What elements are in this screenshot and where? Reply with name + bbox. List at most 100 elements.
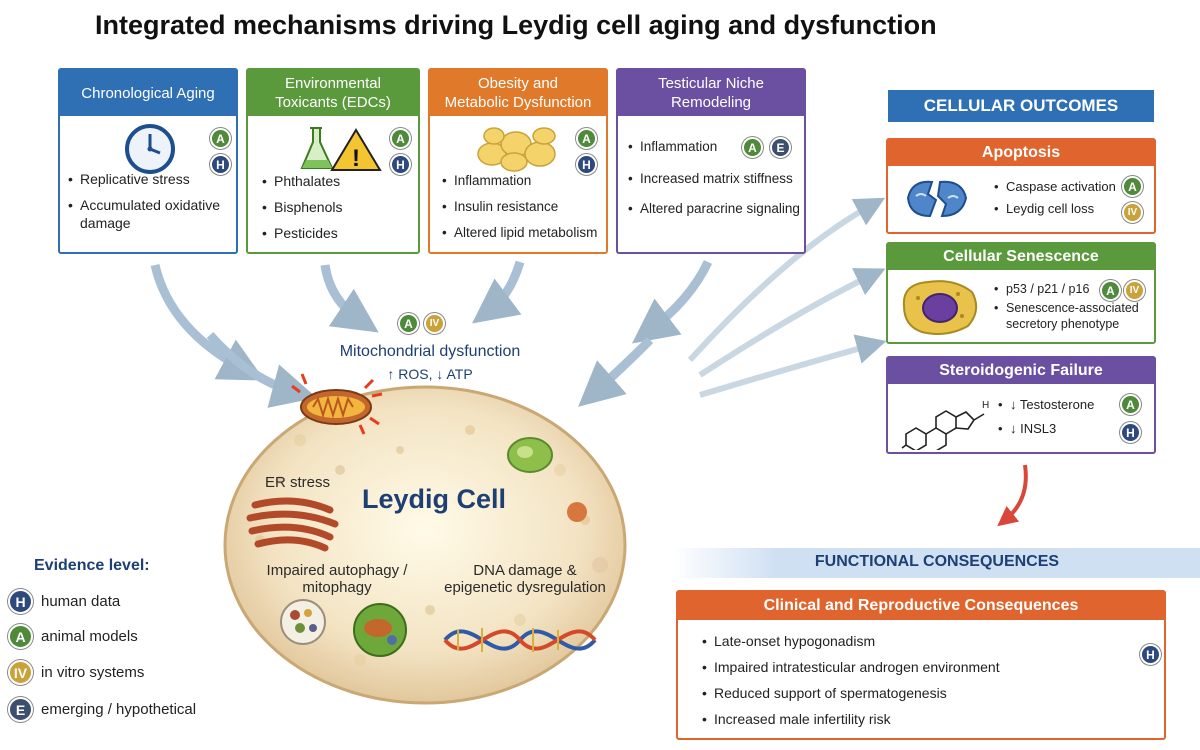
- legend-badge-e: E: [8, 697, 33, 722]
- legend-label: animal models: [41, 628, 138, 645]
- lysosome-icon: [353, 603, 407, 657]
- arrow-niche: [632, 260, 713, 344]
- outcome-card-steroidogenic: Steroidogenic Failure H ↓ Testosterone ↓…: [886, 356, 1156, 454]
- list-item-text: Inflammation: [640, 139, 718, 154]
- evidence-badge-animal: A: [210, 128, 231, 149]
- evidence-badge-human: H: [1120, 422, 1141, 443]
- legend-label: in vitro systems: [41, 664, 145, 681]
- list-item: p53 / p21 / p16: [992, 280, 1152, 298]
- driver-bullets: Inflammation Increased matrix stiffness …: [626, 138, 806, 226]
- list-item: Accumulated oxidative damage: [66, 196, 234, 232]
- driver-card-niche: Testicular Niche Remodeling Inflammation…: [616, 68, 806, 254]
- svg-text:H: H: [982, 400, 989, 411]
- list-item: ↓ Testosterone: [996, 396, 1094, 414]
- list-item: Phthalates: [260, 172, 416, 190]
- evidence-badge-animal: A: [390, 128, 411, 149]
- mito-sublabel: ↑ ROS, ↓ ATP: [387, 366, 473, 382]
- evidence-badge-emerging: E: [770, 137, 791, 158]
- cellular-outcomes-banner: CELLULAR OUTCOMES: [888, 90, 1154, 122]
- functional-consequences-banner: FUNCTIONAL CONSEQUENCES: [814, 553, 1060, 570]
- legend-badge-iv: IV: [8, 660, 33, 685]
- list-item: Reduced support of spermatogenesis: [700, 684, 1000, 702]
- list-item: Increased male infertility risk: [700, 710, 1000, 728]
- legend-title: Evidence level:: [34, 557, 150, 574]
- clock-icon: [125, 124, 175, 174]
- driver-heading: Testicular Niche Remodeling: [618, 70, 804, 116]
- dna-helix-icon: [443, 628, 597, 652]
- evidence-badge-animal: A: [576, 128, 597, 149]
- functional-banner-band: [672, 548, 1200, 578]
- arrow-aging: [150, 263, 265, 381]
- evidence-badge-animal: A: [1120, 394, 1141, 415]
- legend-label: emerging / hypothetical: [41, 701, 197, 718]
- legend-item-human: H human data: [8, 589, 120, 614]
- evidence-badge-human: H: [1140, 644, 1161, 665]
- list-item: ↓ INSL3: [996, 420, 1094, 438]
- driver-heading-line2: Toxicants (EDCs): [275, 94, 391, 111]
- legend-item-invitro: IV in vitro systems: [8, 660, 144, 685]
- arrow-obesity: [472, 260, 525, 324]
- list-item: Bisphenols: [260, 198, 416, 216]
- dna-label-line2: epigenetic dysregulation: [444, 579, 606, 596]
- leydig-cell-body: [223, 385, 627, 705]
- driver-heading-line1: Environmental: [285, 75, 381, 92]
- er-stress-icon: [246, 497, 339, 552]
- steroid-structure-icon: H: [901, 400, 989, 450]
- legend-item-emerging: E emerging / hypothetical: [8, 697, 196, 722]
- evidence-badge-animal: A: [742, 137, 763, 158]
- arrow-cell-mito: [578, 336, 654, 407]
- dna-label-line1: DNA damage &: [473, 562, 577, 579]
- autophagy-label-line2: mitophagy: [302, 579, 372, 596]
- fat-cells-icon: [477, 127, 556, 172]
- driver-bullets: Replicative stress Accumulated oxidative…: [66, 170, 234, 240]
- driver-heading-line1: Chronological Aging: [81, 84, 215, 102]
- arrow-to-steroid: [699, 334, 887, 398]
- arrow-to-senescence: [698, 268, 886, 378]
- list-item: Inflammation: [626, 138, 806, 156]
- driver-card-obesity: Obesity and Metabolic Dysfunction A H In…: [428, 68, 608, 254]
- clinical-consequences-card: Clinical and Reproductive Consequences L…: [676, 590, 1166, 740]
- outcome-bullets: ↓ Testosterone ↓ INSL3: [996, 396, 1094, 446]
- driver-card-edc: Environmental Toxicants (EDCs) ! A H Pht…: [246, 68, 420, 254]
- list-item: Late-onset hypogonadism: [700, 632, 1000, 650]
- autophagosome-icon: [280, 599, 326, 645]
- driver-bullets: Inflammation Insulin resistance Altered …: [440, 172, 606, 250]
- outcome-bullets: Caspase activation Leydig cell loss: [992, 178, 1116, 226]
- driver-heading-line2: Metabolic Dysfunction: [444, 94, 592, 111]
- dna-damage-label: DNA damage & epigenetic dysregulation: [440, 562, 610, 596]
- list-item: Inflammation: [440, 172, 606, 190]
- outcome-heading: Apoptosis: [888, 140, 1154, 166]
- outcome-bullets: p53 / p21 / p16 Senescence-associated se…: [992, 280, 1152, 340]
- clinical-bullets: Late-onset hypogonadism Impaired intrate…: [700, 632, 1000, 736]
- driver-heading-line1: Obesity and: [477, 75, 559, 92]
- outcome-heading: Cellular Senescence: [888, 244, 1154, 270]
- mito-label: Mitochondrial dysfunction: [339, 343, 521, 360]
- driver-heading: Obesity and Metabolic Dysfunction: [430, 70, 606, 116]
- driver-bullets: Phthalates Bisphenols Pesticides: [260, 172, 416, 250]
- legend-item-animal: A animal models: [8, 624, 138, 649]
- driver-heading-line2: Remodeling: [670, 94, 752, 111]
- apoptotic-cell-icon: [906, 180, 968, 218]
- driver-card-aging: Chronological Aging A H Replicative stre…: [58, 68, 238, 254]
- page-title: Integrated mechanisms driving Leydig cel…: [95, 10, 937, 40]
- er-stress-label: ER stress: [265, 474, 331, 491]
- list-item: Pesticides: [260, 224, 416, 242]
- arrow-to-functional: [997, 464, 1028, 527]
- outcome-heading: Steroidogenic Failure: [888, 358, 1154, 384]
- list-item: Altered paracrine signaling: [626, 200, 806, 218]
- list-item: Caspase activation: [992, 178, 1116, 196]
- list-item: Leydig cell loss: [992, 200, 1116, 218]
- arrow-mito-cell: [206, 332, 317, 408]
- evidence-badge-animal: A: [1100, 280, 1121, 301]
- clinical-heading: Clinical and Reproductive Consequences: [678, 592, 1164, 620]
- senescent-cell-icon: [902, 280, 978, 335]
- driver-heading: Chronological Aging: [60, 70, 236, 116]
- list-item: Impaired intratesticular androgen enviro…: [700, 658, 1000, 676]
- evidence-badge-invitro: IV: [424, 313, 445, 334]
- list-item: Replicative stress: [66, 170, 234, 188]
- list-item: Altered lipid metabolism: [440, 224, 606, 242]
- list-item: Insulin resistance: [440, 198, 606, 216]
- legend-label: human data: [41, 593, 121, 610]
- legend-badge-a: A: [8, 624, 33, 649]
